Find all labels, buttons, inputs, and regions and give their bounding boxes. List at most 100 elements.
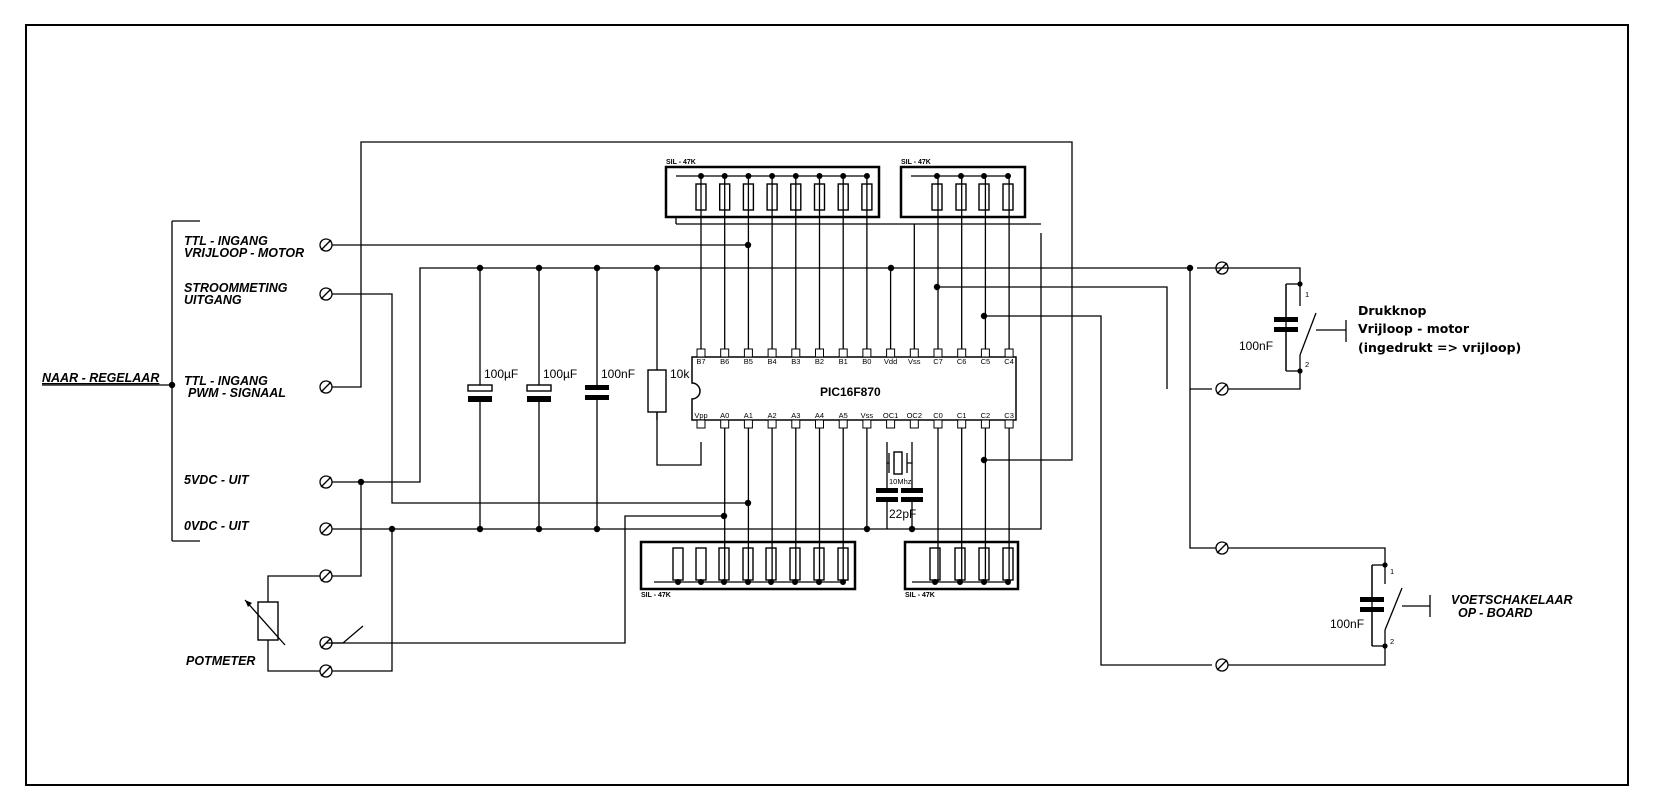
left-terminals	[319, 238, 333, 678]
ic-bottom-pin-box	[838, 419, 848, 429]
ic-name: PIC16F870	[820, 385, 881, 399]
ic-top-pin-box	[980, 348, 990, 358]
pb-text-1: Drukknop	[1358, 303, 1427, 318]
ic-top-pin-box	[791, 348, 801, 358]
ic-top-pin-label: B1	[839, 357, 848, 366]
ic-top-pin-label: B0	[862, 357, 871, 366]
ic-bottom-pin-box	[980, 419, 990, 429]
pb-text-3: (ingedrukt => vrijloop)	[1358, 340, 1521, 355]
label-ttl-freewheel-2: VRIJLOOP - MOTOR	[184, 246, 304, 260]
ic-top-pin-box	[862, 348, 872, 358]
sil-resistor	[695, 547, 707, 581]
wiring	[267, 141, 1212, 672]
ic-top-pin-box	[1004, 348, 1014, 358]
ic-bottom-pin-box	[1004, 419, 1014, 429]
sil-resistor	[765, 547, 777, 581]
label-current-1: STROOMMETING	[184, 281, 288, 295]
ic-bottom-pin-box	[909, 419, 919, 429]
sil-node-dot	[934, 173, 940, 179]
ic-bottom-pin-box	[767, 419, 777, 429]
ic-bottom-pin-box	[815, 419, 824, 429]
ic-top-pin-label: C6	[957, 357, 967, 366]
ic-bottom-pin-box	[886, 419, 896, 429]
sil-node-dot	[981, 173, 987, 179]
ic-bottom-pin-label: Vpp	[694, 411, 707, 420]
controller-connector: NAAR - REGELAAR TTL - INGANG VRIJLOOP - …	[42, 220, 304, 542]
ic-bottom-pin-label: A0	[720, 411, 729, 420]
label-5vdc: 5VDC - UIT	[184, 473, 250, 487]
connector-title: NAAR - REGELAAR	[42, 371, 159, 385]
ic-bottom-pin-label: Vss	[861, 411, 874, 420]
sil-node-dot	[1005, 579, 1011, 585]
ic-top-pin-label: B4	[768, 357, 777, 366]
pb-pin2: 2	[1305, 360, 1309, 369]
ic-top-pin-box	[743, 348, 753, 358]
sil-resistor	[1002, 183, 1014, 211]
label-ttl-pwm-2: PWM - SIGNAAL	[188, 386, 286, 400]
sil-label-bl: SIL - 47K	[641, 592, 671, 599]
sil-node-dot	[792, 579, 798, 585]
ic-top-pin-label: C4	[1004, 357, 1014, 366]
capacitor-100nf: 100nF	[585, 268, 635, 529]
label-current-2: UITGANG	[184, 293, 242, 307]
sil-resistor	[931, 183, 943, 211]
pb-text-2: Vrijloop - motor	[1358, 321, 1470, 336]
ic-top-pin-label: B5	[744, 357, 753, 366]
sil-resistor	[789, 547, 801, 581]
ic-bottom-pin-box	[957, 419, 967, 429]
ic-top-pin-box	[767, 348, 777, 358]
sil-resistor	[955, 183, 967, 211]
ic-top-pin-box	[957, 348, 967, 358]
sil-node-dot	[958, 173, 964, 179]
pic16f870-chip: PIC16F870	[691, 356, 1017, 421]
resistor-10k: 10k	[647, 367, 690, 420]
drawing-frame	[25, 24, 1629, 786]
pb-pin1: 1	[1305, 290, 1309, 299]
cap1-label: 100µF	[484, 367, 518, 381]
sil-node-dot	[1005, 173, 1011, 179]
ic-bottom-pin-label: C1	[957, 411, 967, 420]
ic-top-pin-box	[815, 348, 824, 358]
ic-top-pin-box	[933, 348, 943, 358]
ic-bottom-pin-label: OC2	[907, 411, 922, 420]
sil-resistor	[978, 183, 990, 211]
crystal-oscillator: 10Mhz	[886, 442, 913, 486]
ic-top-pin-label: B7	[696, 357, 705, 366]
ic-bottom-pin-box	[743, 419, 753, 429]
ic-top-pin-box	[909, 348, 919, 358]
ic-top-pin-label: Vss	[908, 357, 921, 366]
pushbutton-circuit: 1 2 100nF Drukknop Vrijloop - motor (ing…	[1197, 261, 1521, 396]
ic-top-pin-label: B3	[791, 357, 800, 366]
ic-top-pin-label: Vdd	[884, 357, 897, 366]
ic-bottom-pin-label: A4	[815, 411, 824, 420]
ic-bottom-pin-box	[720, 419, 730, 429]
sil-resistor	[954, 547, 966, 581]
ic-bottom-pin-box	[696, 419, 706, 429]
ic-bottom-pin-label: OC1	[883, 411, 898, 420]
footswitch-circuit: 1 2 100nF VOETSCHAKELAAR OP - BOARD	[1189, 389, 1573, 672]
sil-node-dot	[698, 579, 704, 585]
ic-top-pin-label: B2	[815, 357, 824, 366]
ic-top-pin-label: B6	[720, 357, 729, 366]
ic-bottom-pin-label: A3	[791, 411, 800, 420]
fs-text-1: VOETSCHAKELAAR	[1451, 593, 1573, 607]
load-capacitors: 22pF	[876, 463, 923, 529]
ic-bottom-pin-box	[791, 419, 801, 429]
sil-node-dot	[675, 579, 681, 585]
pb-cap-label: 100nF	[1239, 339, 1273, 353]
junction-dots	[357, 241, 1194, 533]
sil-node-dot	[721, 579, 727, 585]
capacitor-100uf-2: 100µF	[526, 268, 577, 529]
fs-pin2: 2	[1390, 637, 1394, 646]
fs-text-2: OP - BOARD	[1458, 606, 1533, 620]
ic-bottom-pin-label: C0	[933, 411, 943, 420]
ic-bottom-pin-label: C3	[1004, 411, 1014, 420]
ic-top-pin-box	[838, 348, 848, 358]
sil-resistor	[718, 547, 730, 581]
potentiometer: POTMETER	[186, 599, 286, 668]
ic-top-pin-box	[886, 348, 896, 358]
fs-pin1: 1	[1390, 567, 1394, 576]
capacitor-100uf-1: 100µF	[467, 268, 518, 529]
